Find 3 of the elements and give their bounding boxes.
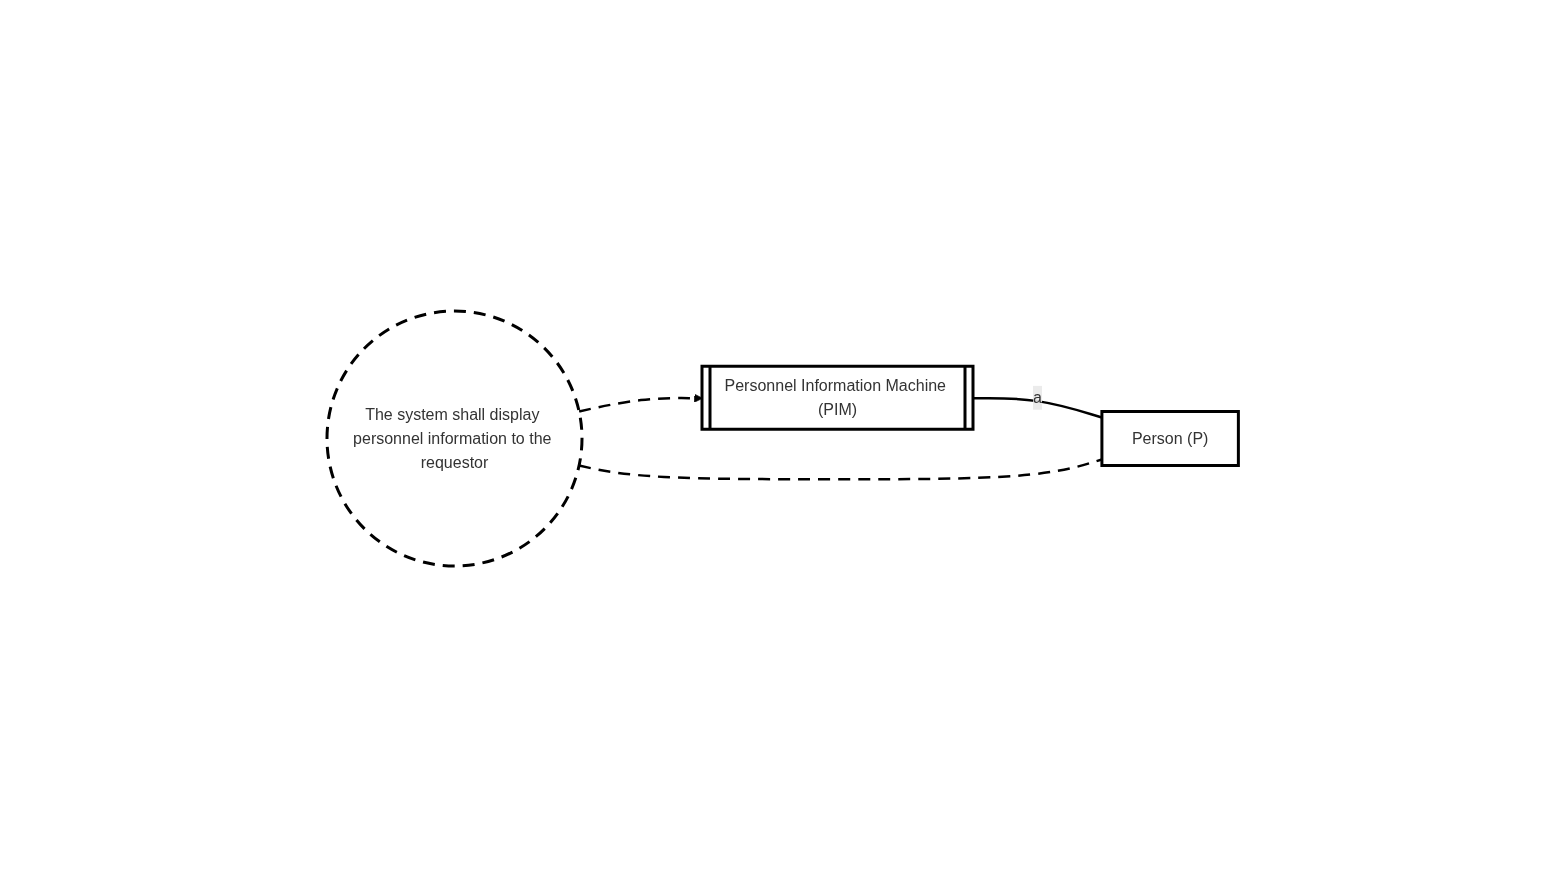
node-circle: The system shall display personnel information to the requestor bbox=[325, 309, 584, 568]
node-box: Person (P) bbox=[1100, 410, 1240, 467]
edge-label: a bbox=[1032, 388, 1042, 406]
